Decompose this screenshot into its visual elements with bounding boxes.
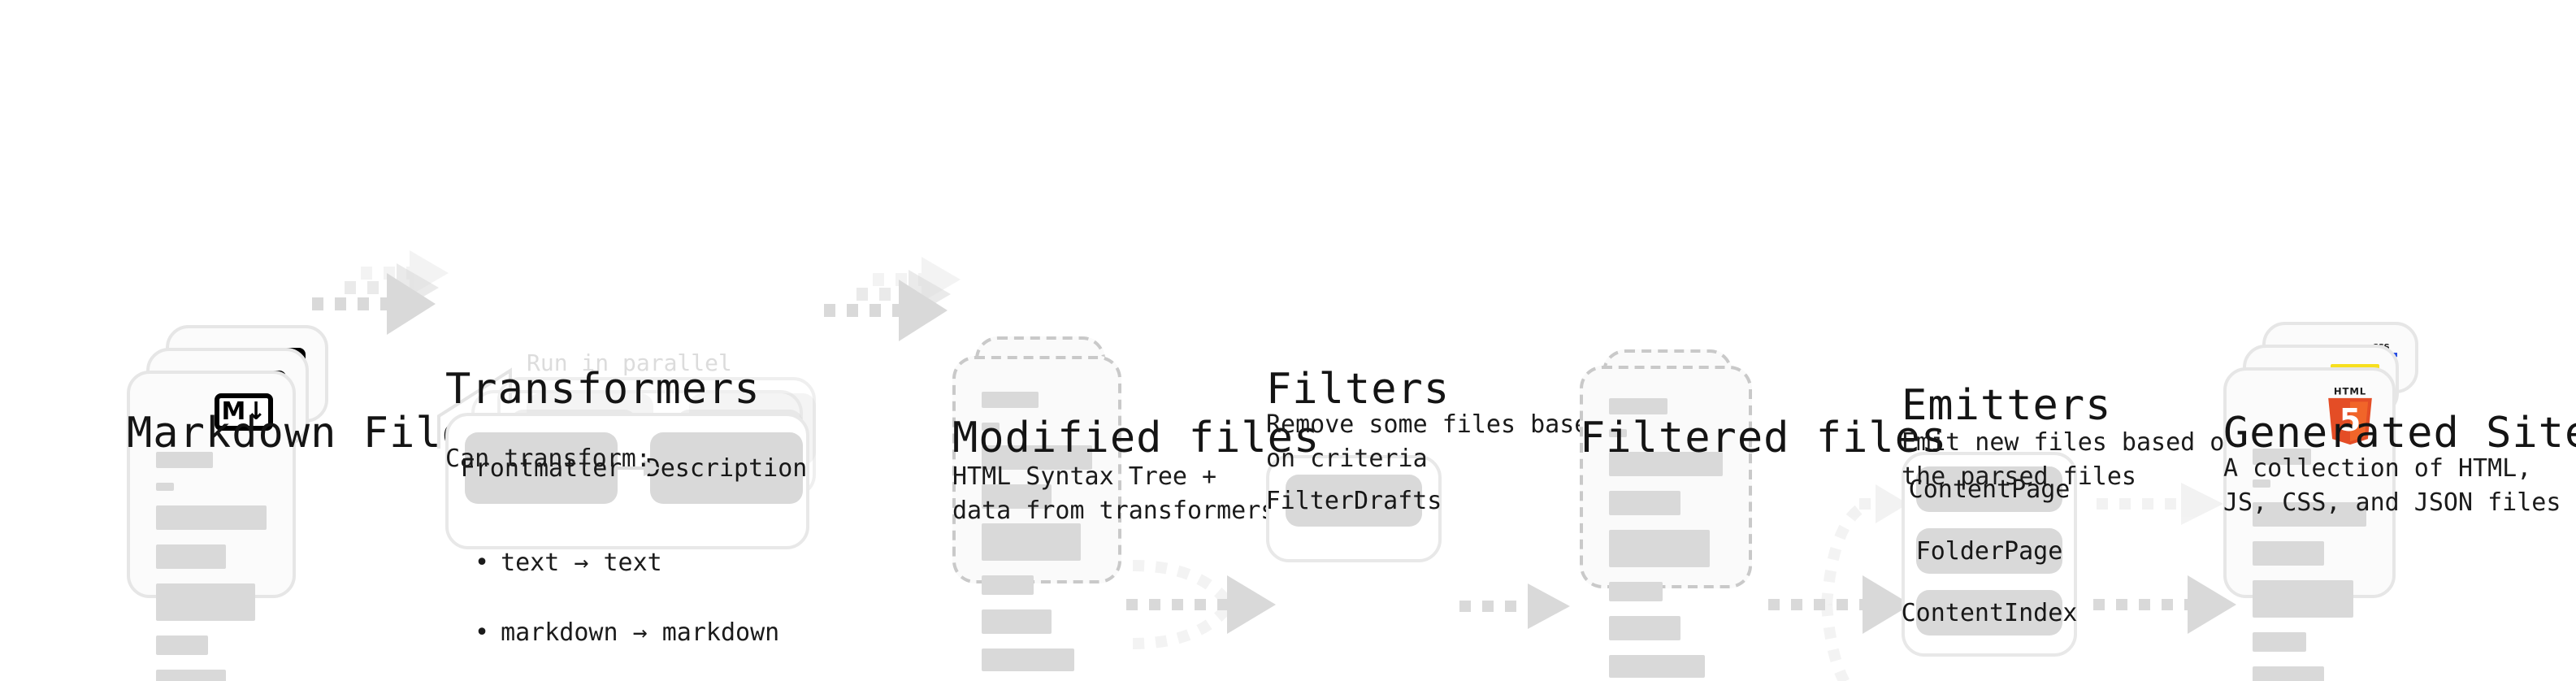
html5-badge-icon: HTML 5: [2322, 384, 2378, 445]
transformers-description: Can transform: text → text markdown → ma…: [445, 408, 779, 681]
arrow-filters-to-filtered: [1459, 577, 1589, 648]
emitters-chip-contentpage[interactable]: ContentPage: [1909, 466, 2070, 512]
transformers-transform-item-0: text → text: [475, 546, 779, 581]
generated-site-description: A collection of HTML, JS, CSS, and JSON …: [2223, 453, 2561, 518]
transformers-description-intro: Can transform:: [445, 444, 651, 474]
transformers-chip-description[interactable]: Description: [646, 432, 807, 504]
arrow-emitters-to-generated: [2093, 468, 2272, 681]
arrow-markdown-to-transformers: [309, 237, 455, 384]
generated-site-title: Generated Site: [2223, 410, 2576, 458]
run-in-parallel-label: Run in parallel: [527, 351, 732, 377]
markdown-files-title: Markdown Files: [127, 410, 495, 458]
transformers-transform-list: text → text markdown → markdown html → h…: [445, 512, 779, 681]
filters-chip-filterdrafts[interactable]: FilterDrafts: [1266, 475, 1442, 527]
emitters-description: Emit new files based on the parsed files: [1902, 427, 2239, 492]
arrow-filtered-to-emitters: [1768, 468, 1947, 681]
modified-file-content-placeholder: [982, 392, 1092, 681]
modified-file-card: [952, 356, 1121, 671]
filters-description: Remove some files based on criteria: [1266, 410, 1604, 474]
arrow-transformers-to-modified: [821, 244, 967, 390]
modified-files-title: Modified files: [952, 414, 1321, 463]
emitters-title: Emitters: [1902, 382, 2112, 431]
transformers-transform-item-1: markdown → markdown: [475, 616, 779, 651]
generated-file-card-html: HTML 5: [2223, 367, 2396, 681]
arrow-modified-to-filters: [1126, 536, 1305, 681]
svg-text:HTML: HTML: [2334, 385, 2366, 397]
markdown-file-content-placeholder: [156, 452, 267, 681]
markdown-file-card: M↓: [127, 371, 296, 681]
emitters-chip-folderpage[interactable]: FolderPage: [1916, 528, 2062, 574]
emitters-chip-contentindex[interactable]: ContentIndex: [1902, 590, 2077, 635]
transformers-inner-arrow: [614, 457, 663, 479]
filtered-files-title: Filtered files: [1580, 414, 1948, 463]
filtered-file-content-placeholder: [1609, 398, 1723, 681]
transformers-chip-frontmatter[interactable]: Frontmatter: [461, 432, 622, 504]
filtered-file-card: [1580, 366, 1752, 678]
transformers-title: Transformers: [445, 366, 761, 414]
modified-files-description: HTML Syntax Tree + data from transformer…: [952, 462, 1276, 526]
generated-site-content-placeholder: [2253, 449, 2366, 681]
filters-title: Filters: [1266, 366, 1451, 414]
svg-text:5: 5: [2340, 402, 2361, 438]
markdown-badge-icon: M↓: [215, 393, 273, 431]
